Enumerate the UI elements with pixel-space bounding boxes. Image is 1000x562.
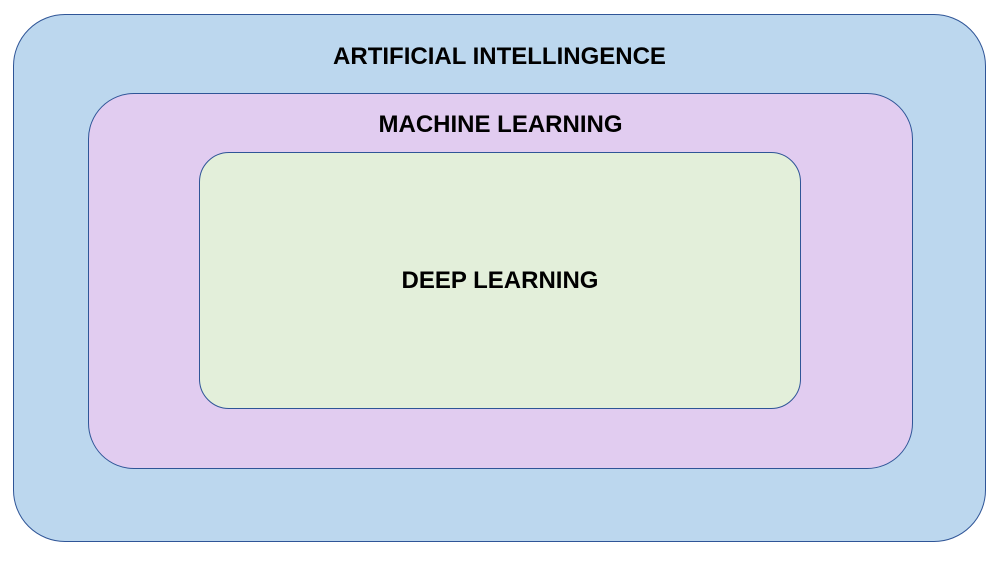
machine-learning-label: MACHINE LEARNING — [378, 111, 623, 138]
layer-machine-learning: MACHINE LEARNING DEEP LEARNING — [88, 93, 913, 469]
layer-deep-learning: DEEP LEARNING — [199, 152, 801, 409]
layer-artificial-intelligence: ARTIFICIAL INTELLINGENCE MACHINE LEARNIN… — [13, 14, 986, 542]
artificial-intelligence-label: ARTIFICIAL INTELLINGENCE — [333, 43, 666, 70]
deep-learning-label: DEEP LEARNING — [401, 266, 599, 294]
